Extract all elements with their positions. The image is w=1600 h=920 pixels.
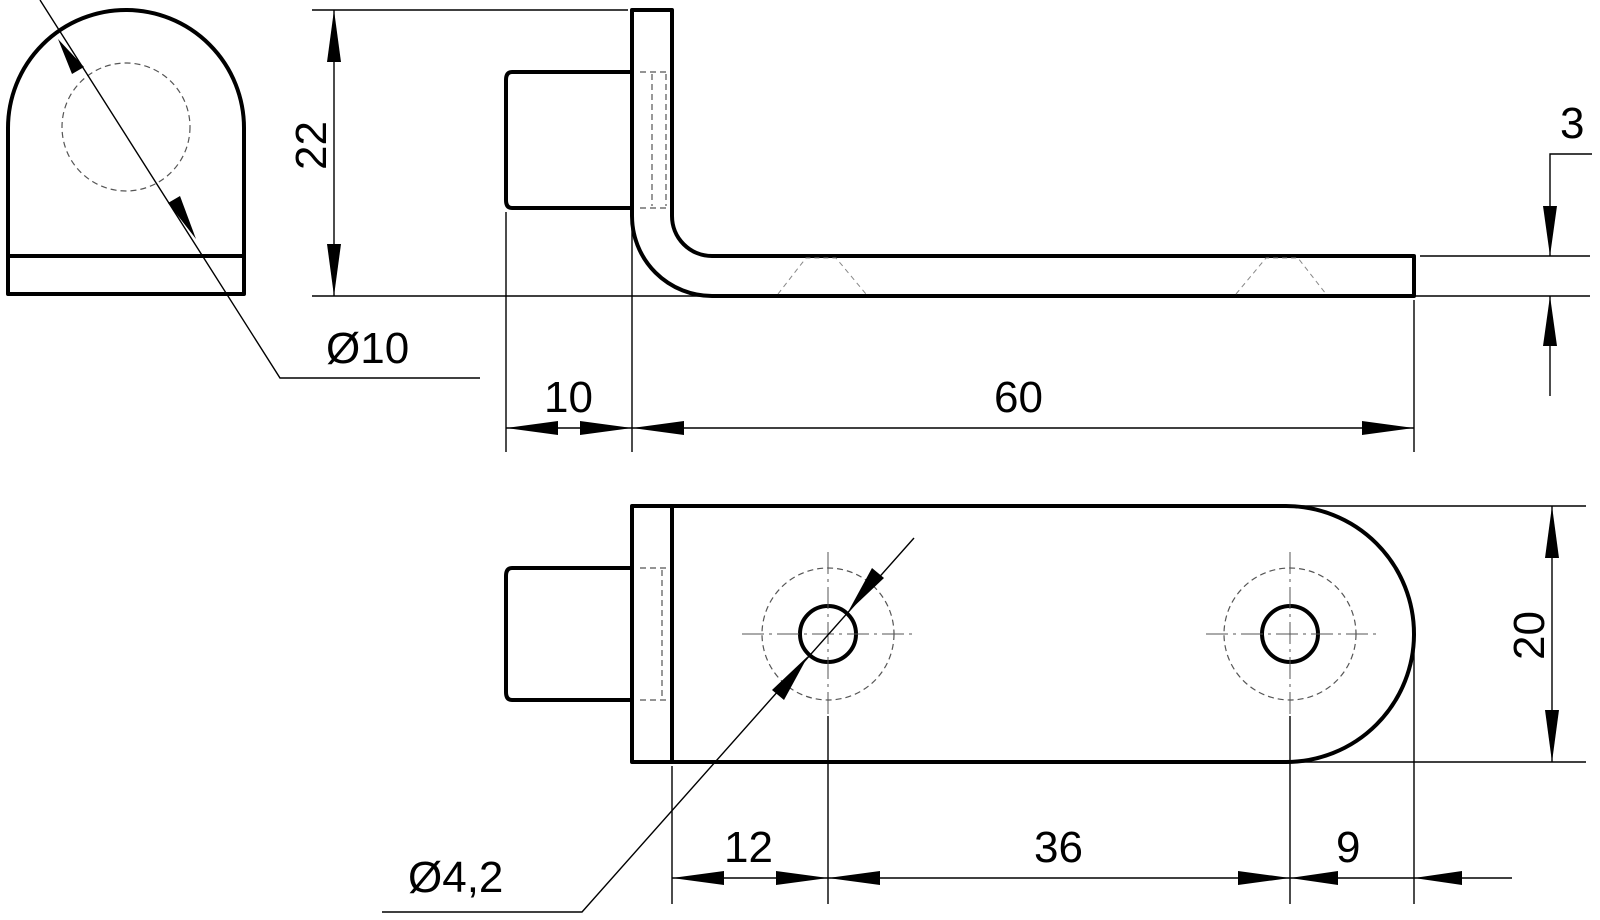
dim-22-arrow-bottom: [327, 244, 341, 296]
plan-view-boss: [504, 566, 634, 702]
side-view-hidden-hole-2: [1235, 257, 1327, 295]
end-view-hidden-hole: [61, 62, 191, 192]
dim-20-arrow-bottom: [1545, 710, 1559, 762]
hole-diameter-arrow-lower: [772, 656, 808, 700]
dim-36-arrow-right: [1238, 871, 1290, 885]
end-view: Ø10: [6, 0, 480, 379]
dim-22-label: 22: [287, 121, 336, 170]
side-view: 22 10 60 3: [287, 8, 1592, 452]
dim-60-arrow-left: [632, 421, 684, 435]
dim-3-arrow-bottom: [1543, 296, 1557, 346]
side-view-hidden-hole-1: [777, 257, 867, 295]
dim-10-arrow-right: [580, 421, 632, 435]
dim-12-label: 12: [724, 823, 773, 872]
diameter-4-2-label: Ø4,2: [408, 853, 503, 902]
hole-diameter-arrow-upper: [848, 568, 884, 612]
dim-60-label: 60: [994, 373, 1043, 422]
end-view-diameter-arrow-top: [58, 39, 84, 74]
dim-10-arrow-left: [506, 421, 558, 435]
dim-20-arrow-top: [1545, 506, 1559, 558]
dim-3-label: 3: [1560, 99, 1584, 148]
end-view-diameter-arrow-bottom: [168, 196, 196, 239]
end-view-outline: [6, 8, 246, 296]
dim-60-arrow-right: [1362, 421, 1414, 435]
plan-view: Ø4,2 12 36 9 20: [382, 504, 1586, 913]
dim-22-arrow-top: [327, 10, 341, 62]
dim-10-label: 10: [544, 373, 593, 422]
dim-36-label: 36: [1034, 823, 1083, 872]
dim-12-arrow-right: [776, 871, 828, 885]
dim-9-arrow-right: [1414, 871, 1462, 885]
diameter-10-label: Ø10: [326, 324, 409, 373]
end-view-diameter-leader: [39, 0, 480, 379]
dim-3-leader: [1549, 153, 1592, 256]
plan-view-plate-outline: [630, 504, 1416, 764]
dim-3-arrow-top: [1543, 206, 1557, 256]
dim-36-arrow-left: [828, 871, 880, 885]
dim-9-label: 9: [1336, 823, 1360, 872]
dim-20-label: 20: [1505, 611, 1554, 660]
dim-12-arrow-left: [672, 871, 724, 885]
dim-9-arrow-left: [1290, 871, 1338, 885]
side-view-bracket-profile: [630, 8, 1416, 298]
side-view-boss: [504, 70, 634, 210]
